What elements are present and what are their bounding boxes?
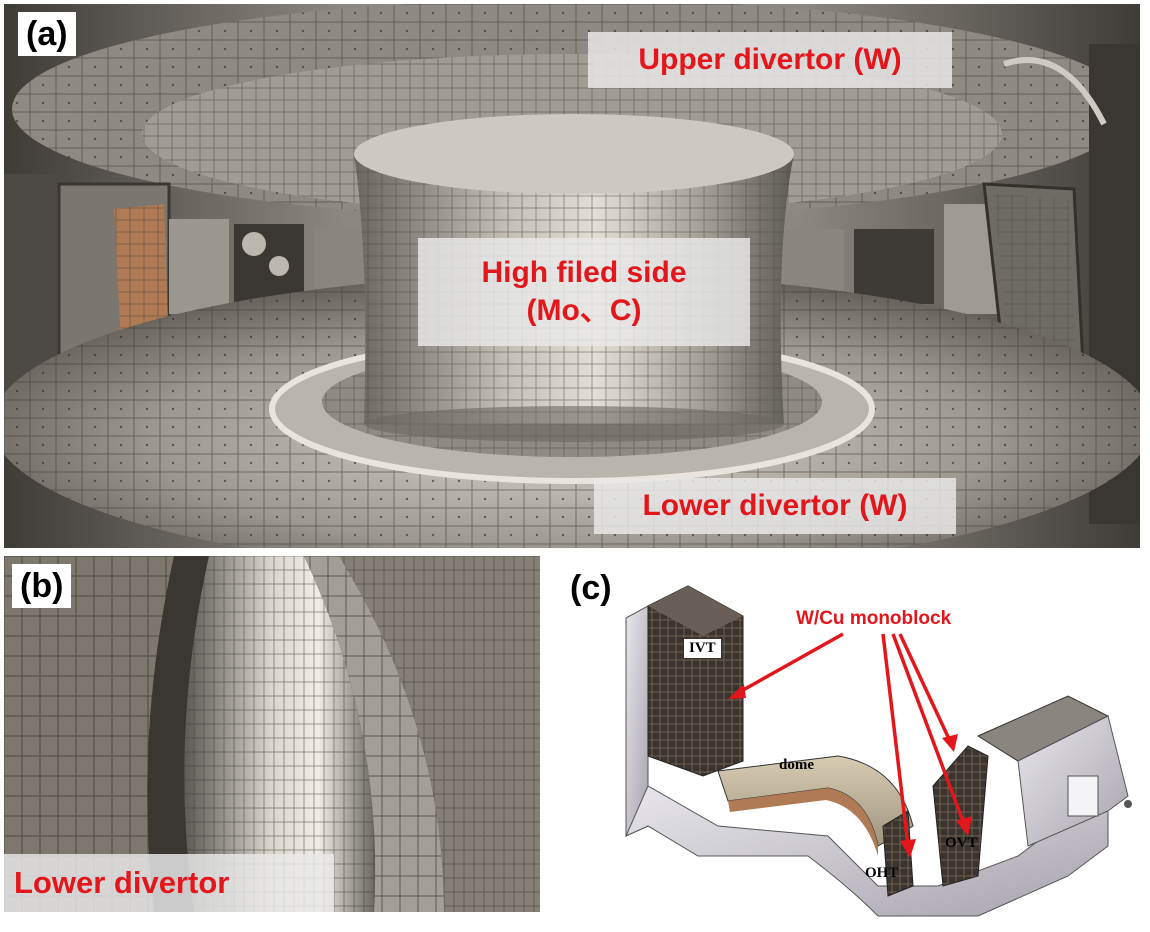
panel-c-letter: (c) — [570, 569, 612, 607]
lower-divertor-photo: (b) Lower divertor — [4, 556, 540, 912]
dome-label: dome — [779, 757, 814, 773]
ovt-label: OVT — [945, 835, 978, 851]
oht-label: OHT — [865, 865, 899, 881]
lower-divertor-illustration — [4, 556, 540, 912]
divertor-cross-section-drawing — [625, 585, 1132, 917]
lower-divertor-label: Lower divertor (W) — [594, 478, 956, 534]
upper-divertor-label: Upper divertor (W) — [588, 32, 952, 88]
high-field-side-line2: (Mo、C) — [526, 294, 642, 327]
w-cu-monoblock-callout: W/Cu monoblock — [796, 608, 952, 629]
high-field-side-label: High filed side (Mo、C) — [418, 238, 750, 346]
panel-a-letter: (a) — [18, 12, 76, 56]
panel-b-letter: (b) — [12, 564, 72, 608]
ivt-label: IVT — [683, 638, 722, 659]
high-field-side-line1: High filed side — [481, 256, 687, 289]
divertor-cross-section: (c) W/Cu monoblock IVT dome OVT OHT — [548, 556, 1146, 926]
tokamak-interior-photo: (a) Upper divertor (W) High filed side (… — [4, 4, 1140, 548]
lower-divertor-b-label: Lower divertor — [4, 854, 334, 912]
